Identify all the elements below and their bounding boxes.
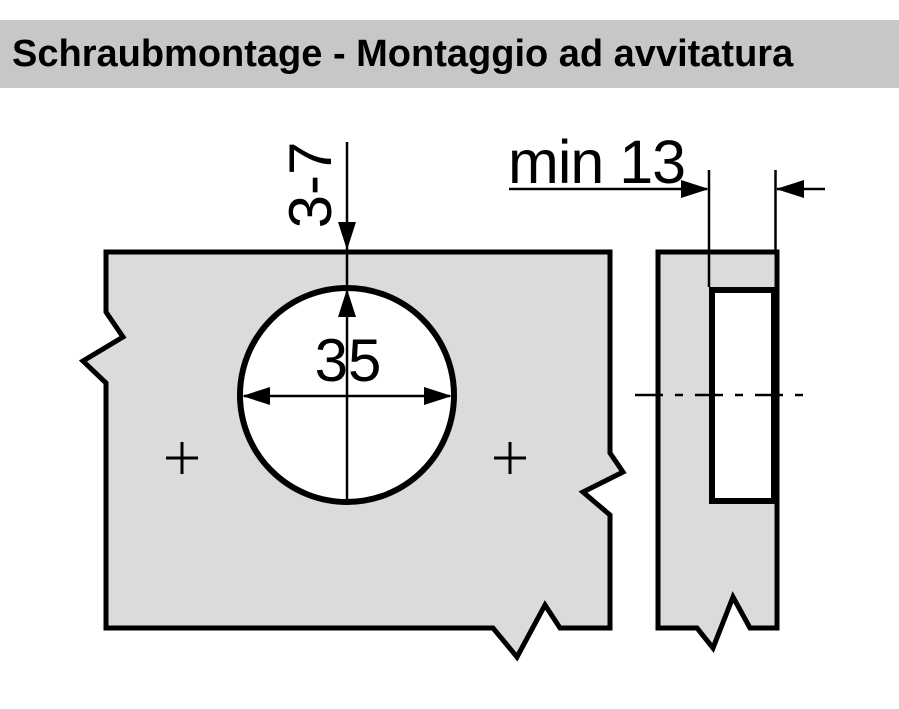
arrowhead-left bbox=[242, 387, 270, 405]
arrowhead-right bbox=[681, 180, 709, 198]
arrowhead-up bbox=[338, 289, 356, 317]
page-title: Schraubmontage - Montaggio ad avvitatura bbox=[12, 32, 794, 75]
arrowhead-right bbox=[424, 387, 452, 405]
dim-cup-diameter-label: 35 bbox=[315, 327, 382, 394]
header-bar: Schraubmontage - Montaggio ad avvitatura bbox=[0, 20, 899, 88]
dim-edge-distance-label: 3-7 bbox=[277, 142, 344, 229]
arrowhead-left bbox=[776, 180, 804, 198]
plus-mark-right bbox=[494, 442, 526, 474]
arrowhead-down bbox=[338, 222, 356, 250]
dim-min-depth-label: min 13 bbox=[508, 128, 685, 196]
plus-mark-left bbox=[166, 442, 198, 474]
